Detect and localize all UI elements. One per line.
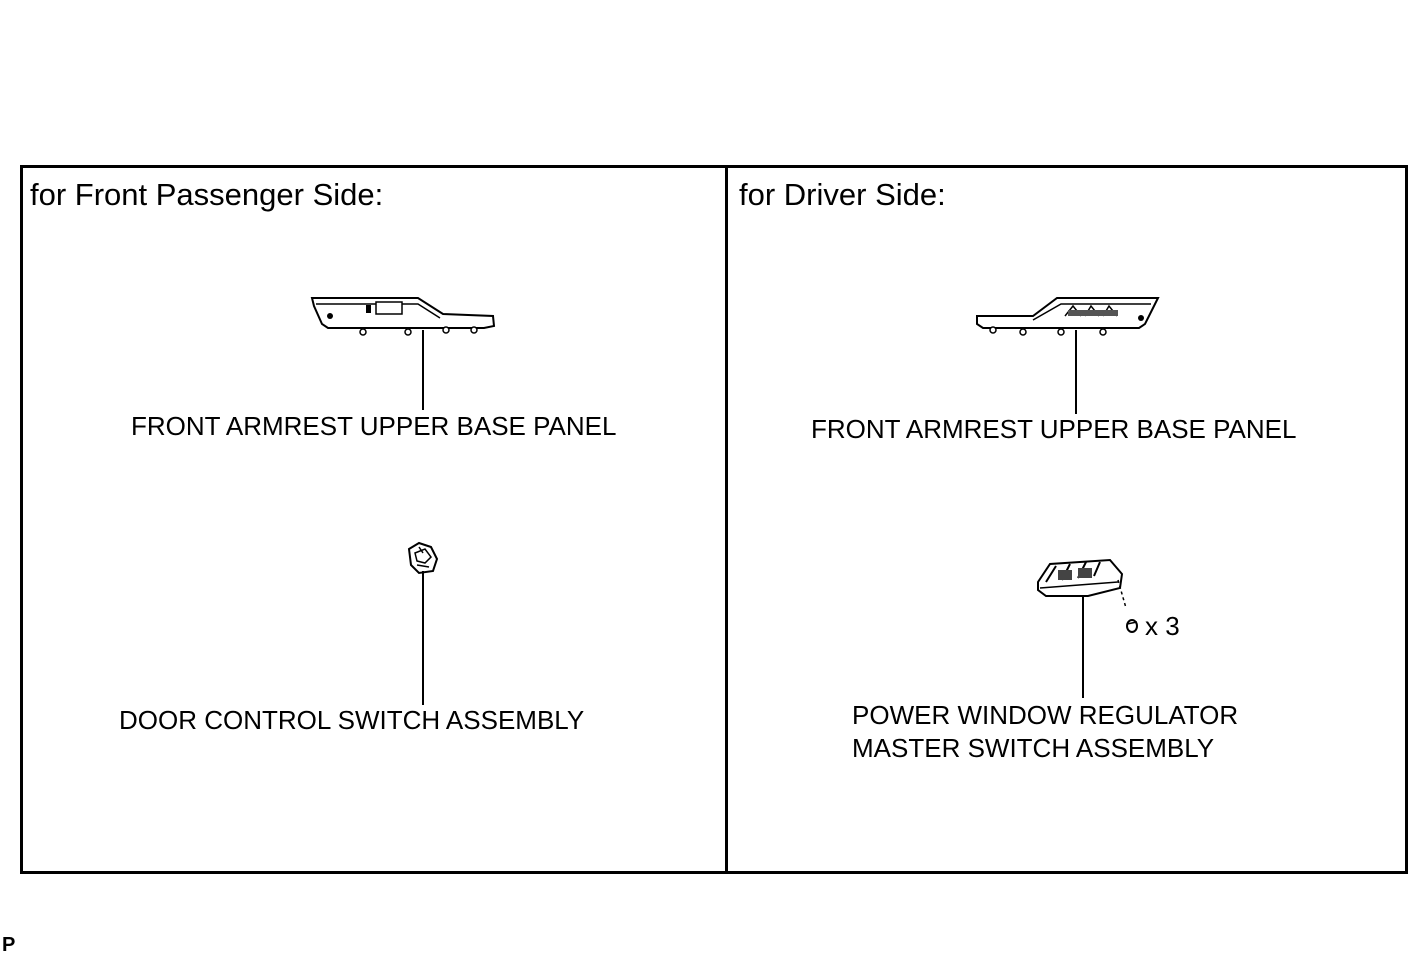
part-label: FRONT ARMREST UPPER BASE PANEL: [811, 414, 1297, 444]
right-panel-heading: for Driver Side:: [739, 177, 946, 212]
part-label: MASTER SWITCH ASSEMBLY: [852, 733, 1215, 763]
door-control-switch-illustration: [407, 541, 439, 575]
footer-code: P: [2, 934, 16, 956]
diagram-frame: [20, 165, 1408, 874]
part-label: POWER WINDOW REGULATOR: [852, 700, 1239, 730]
leader-line: [422, 330, 424, 410]
master-switch-assembly-illustration: [1037, 558, 1138, 633]
panel-divider: [725, 165, 728, 871]
left-panel-heading: for Front Passenger Side:: [30, 177, 384, 212]
screw-count-label: x 3: [1145, 611, 1180, 641]
leader-line: [1075, 330, 1077, 414]
leader-line: [422, 571, 424, 705]
armrest-base-panel-passenger-illustration: [310, 297, 496, 336]
part-label: FRONT ARMREST UPPER BASE PANEL: [131, 411, 617, 441]
leader-line: [1082, 596, 1084, 698]
armrest-base-panel-driver-illustration: [976, 297, 1160, 336]
part-label: DOOR CONTROL SWITCH ASSEMBLY: [119, 705, 585, 735]
